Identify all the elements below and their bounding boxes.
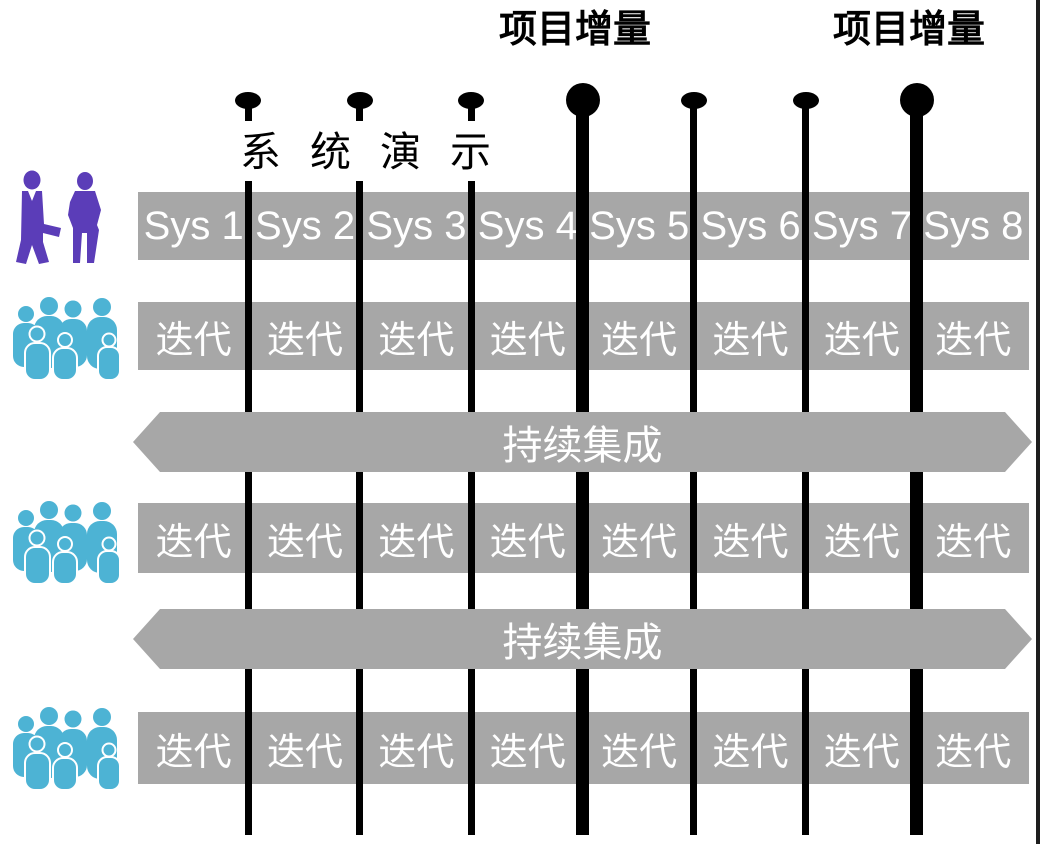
iteration-cell: 迭代 (806, 503, 918, 573)
sys-cell-4: Sys 4 (472, 192, 584, 260)
iteration-cell: 迭代 (583, 302, 695, 370)
milestone-pin-small-5 (793, 92, 819, 109)
system-demo-text-band (139, 121, 512, 181)
system-demo-label: 系统演示 (240, 129, 520, 175)
iteration-cell: 迭代 (249, 503, 361, 573)
milestone-pin-small-3 (458, 92, 484, 109)
iteration-cell: 迭代 (472, 503, 584, 573)
milestone-pin-small-1 (235, 92, 261, 109)
iteration-row-2: 迭代 迭代 迭代 迭代 迭代 迭代 迭代 迭代 (138, 503, 1029, 573)
iteration-row-1: 迭代 迭代 迭代 迭代 迭代 迭代 迭代 迭代 (138, 302, 1029, 370)
iteration-cell: 迭代 (138, 302, 250, 370)
iteration-cell: 迭代 (360, 503, 473, 573)
iteration-cell: 迭代 (583, 503, 695, 573)
sys-cell-1: Sys 1 (138, 192, 250, 260)
milestone-pin-small-2 (347, 92, 373, 109)
business-people-icon (16, 170, 101, 264)
continuous-integration-arrow-2: 持续集成 (133, 609, 1032, 669)
iteration-cell: 迭代 (583, 712, 695, 784)
iteration-cell: 迭代 (360, 302, 473, 370)
iteration-cell: 迭代 (249, 302, 361, 370)
milestone-pin-small-4 (681, 92, 707, 109)
system-demo-row: Sys 1 Sys 2 Sys 3 Sys 4 Sys 5 Sys 6 Sys … (138, 192, 1029, 260)
sys-cell-3: Sys 3 (360, 192, 473, 260)
iteration-cell: 迭代 (694, 302, 807, 370)
iteration-cell: 迭代 (472, 712, 584, 784)
sys-cell-2: Sys 2 (249, 192, 361, 260)
iteration-cell: 迭代 (917, 302, 1029, 370)
sys-cell-6: Sys 6 (694, 192, 807, 260)
iteration-cell: 迭代 (917, 712, 1029, 784)
iteration-cell: 迭代 (806, 712, 918, 784)
sys-cell-5: Sys 5 (583, 192, 695, 260)
team-group-icon-1 (13, 297, 121, 381)
iteration-cell: 迭代 (917, 503, 1029, 573)
project-increment-label-1: 项目增量 (499, 9, 652, 51)
iteration-cell: 迭代 (360, 712, 473, 784)
milestone-pin-large-2 (900, 83, 934, 117)
continuous-integration-arrow-1: 持续集成 (133, 412, 1032, 472)
iteration-cell: 迭代 (472, 302, 584, 370)
continuous-integration-label-2: 持续集成 (502, 621, 663, 665)
iteration-cell: 迭代 (138, 712, 250, 784)
iteration-cell: 迭代 (694, 712, 807, 784)
project-increment-label-2: 项目增量 (833, 9, 986, 51)
milestone-pin-large-1 (566, 83, 600, 117)
iteration-cell: 迭代 (694, 503, 807, 573)
sys-cell-7: Sys 7 (806, 192, 918, 260)
iteration-cell: 迭代 (806, 302, 918, 370)
iteration-cell: 迭代 (249, 712, 361, 784)
screen-edge-strip (1036, 0, 1040, 844)
team-group-icon-2 (13, 501, 121, 585)
continuous-integration-label-1: 持续集成 (502, 424, 663, 468)
team-group-icon-3 (13, 707, 121, 791)
sys-cell-8: Sys 8 (917, 192, 1029, 260)
iteration-cell: 迭代 (138, 503, 250, 573)
iteration-row-3: 迭代 迭代 迭代 迭代 迭代 迭代 迭代 迭代 (138, 712, 1029, 784)
